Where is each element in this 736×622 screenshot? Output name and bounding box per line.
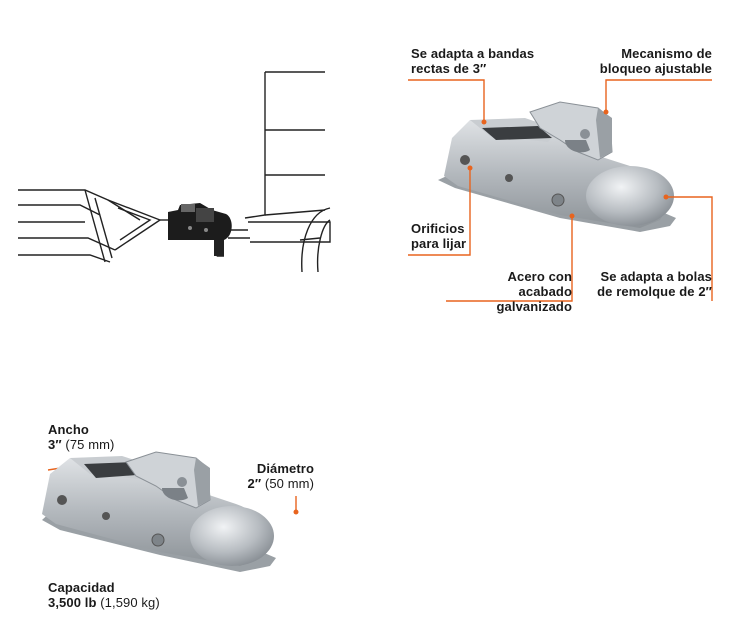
callout-acero-line1: Acero con (507, 269, 572, 284)
callout-bandas-line2: rectas de 3″ (411, 61, 487, 76)
spec-capacidad-metric: (1,590 kg) (100, 595, 160, 610)
callout-bandas: Se adapta a bandas rectas de 3″ (411, 46, 534, 76)
spec-diametro-metric: (50 mm) (264, 476, 314, 491)
spec-capacidad-value: 3,500 lb (48, 595, 97, 610)
callout-bolas-line1: Se adapta a bolas (600, 269, 712, 284)
spec-diametro-value: 2″ (247, 476, 262, 491)
callout-bolas-line2: de remolque de 2″ (597, 284, 712, 299)
spec-capacidad-label: Capacidad (48, 580, 115, 595)
spec-capacidad: Capacidad 3,500 lb (1,590 kg) (48, 580, 160, 610)
spec-ancho: Ancho 3″ (75 mm) (48, 422, 114, 452)
callout-acero: Acero con acabado galvanizado (440, 269, 572, 314)
coupler-icon (168, 203, 232, 256)
callout-mecanismo-line2: bloqueo ajustable (599, 61, 712, 76)
spec-diametro-label: Diámetro (256, 461, 314, 476)
callout-mecanismo: Mecanismo de bloqueo ajustable (598, 46, 712, 76)
spec-ancho-label: Ancho (48, 422, 89, 437)
spec-ancho-metric: (75 mm) (65, 437, 115, 452)
callout-orificios-line1: Orificios (411, 221, 465, 236)
callout-bandas-line1: Se adapta a bandas (411, 46, 535, 61)
callout-mecanismo-line1: Mecanismo de (621, 46, 712, 61)
callout-bolas: Se adapta a bolas de remolque de 2″ (596, 269, 712, 299)
spec-ancho-value: 3″ (48, 437, 62, 452)
spec-diametro: Diámetro 2″ (50 mm) (246, 461, 314, 491)
callout-orificios-line2: para lijar (411, 236, 467, 251)
callout-orificios: Orificios para lijar (411, 221, 466, 251)
callout-acero-line2: acabado galvanizado (496, 284, 572, 314)
